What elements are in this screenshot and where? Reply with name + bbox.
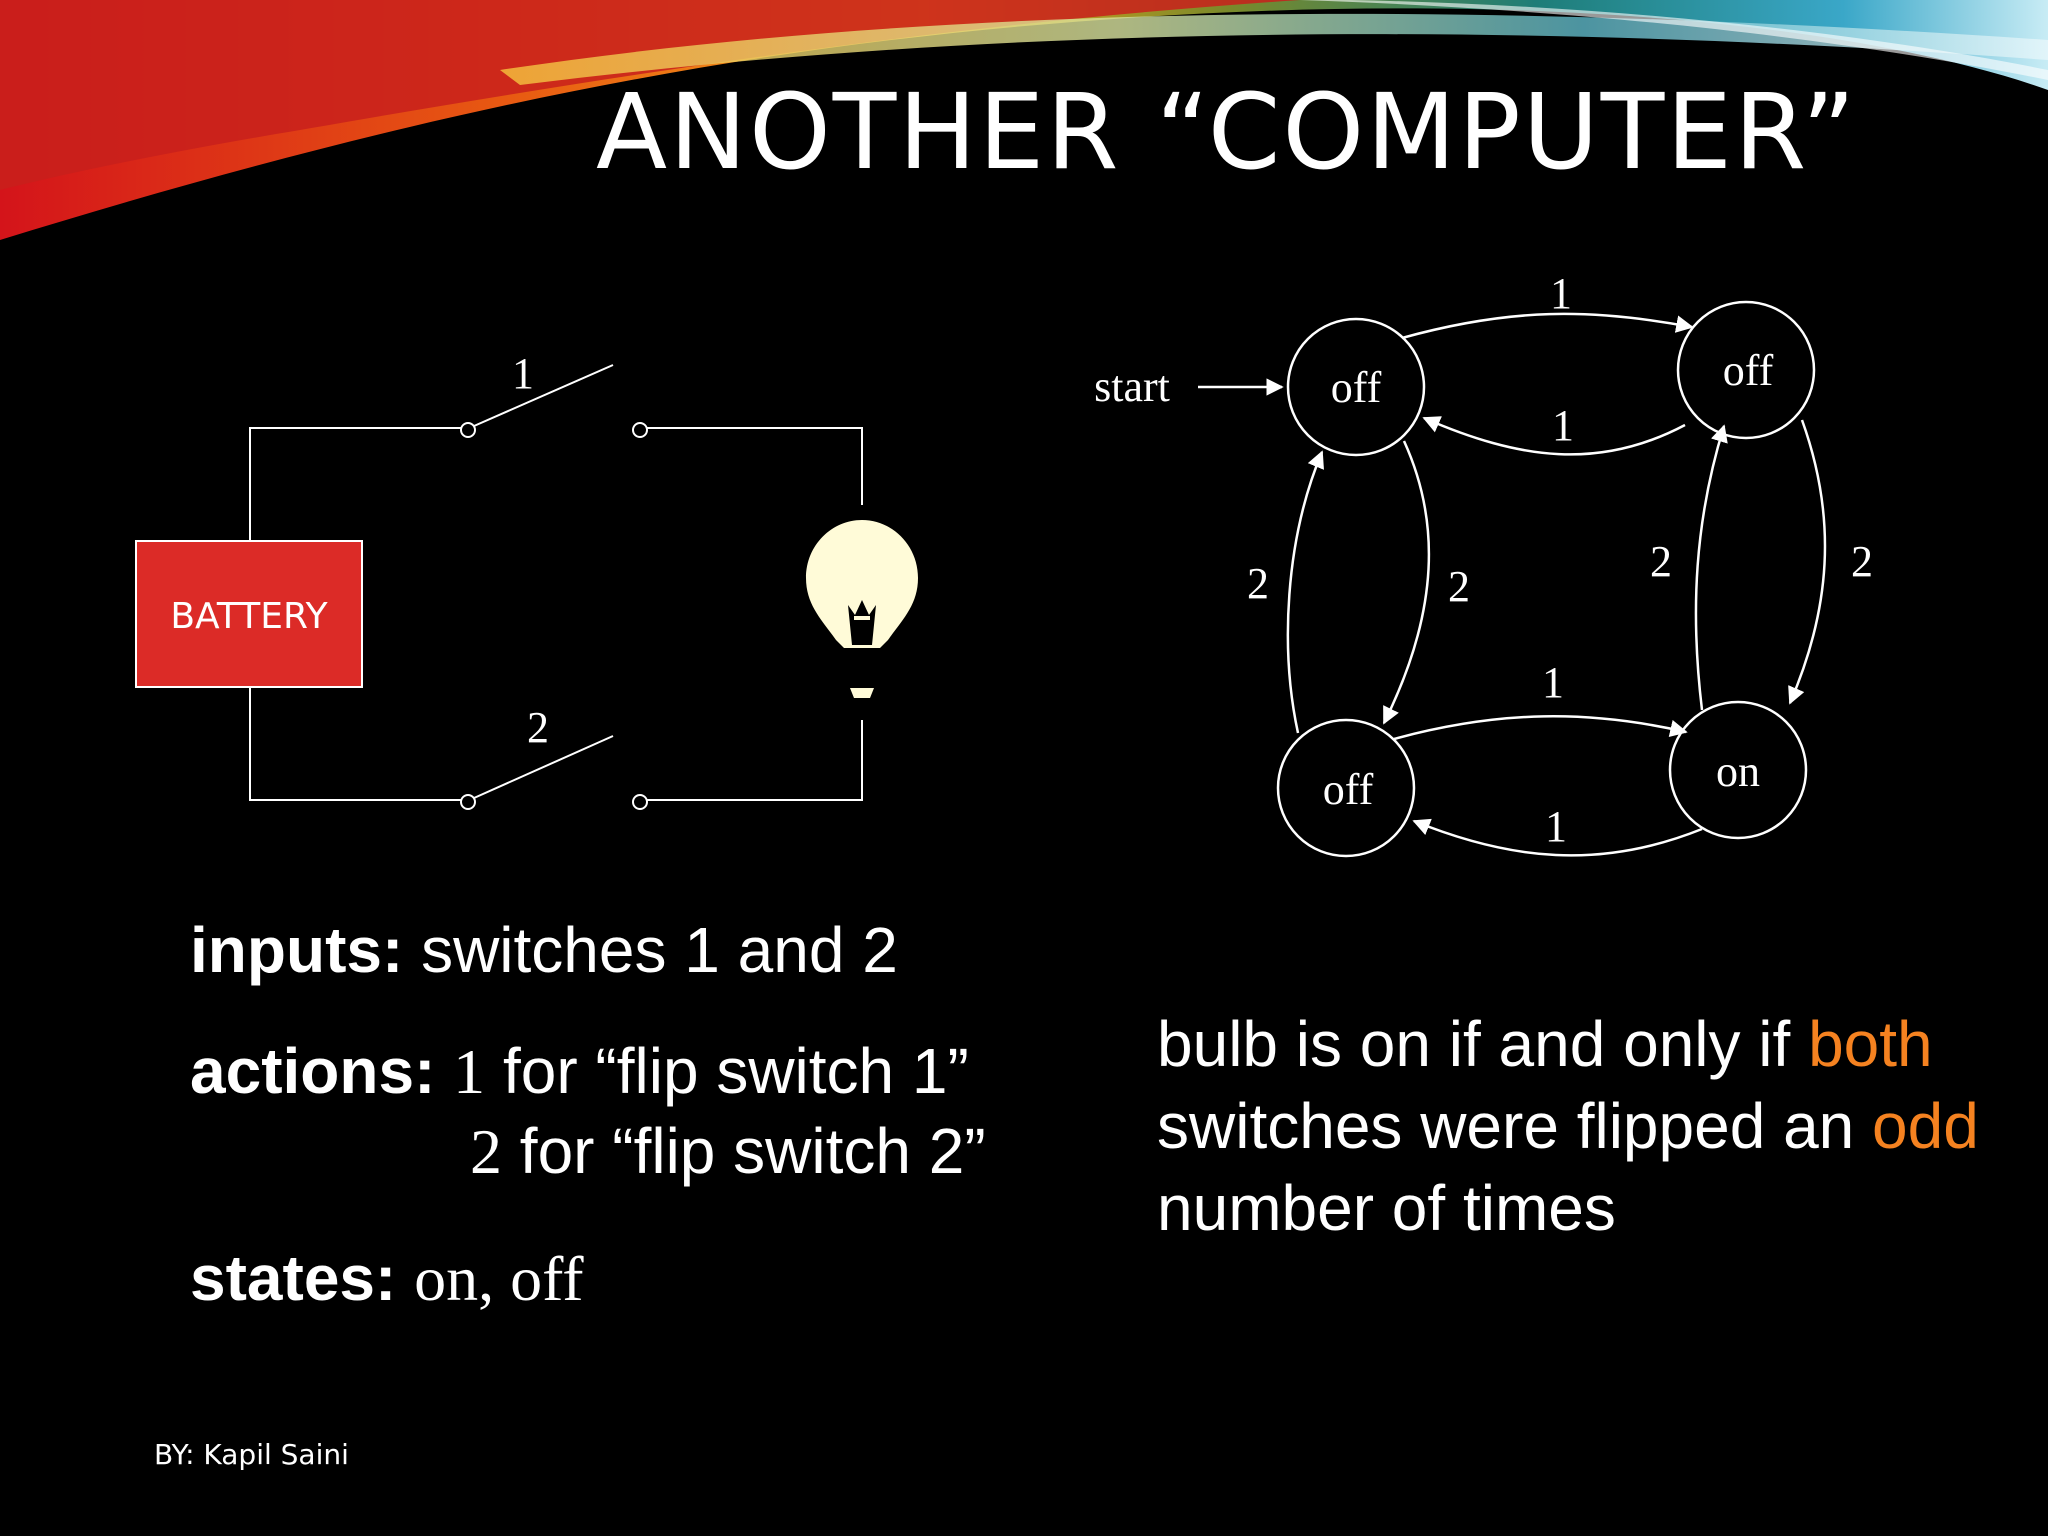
wire-top-left bbox=[249, 427, 468, 541]
states-text: on, off bbox=[414, 1243, 584, 1314]
states-line: states: on, off bbox=[190, 1240, 584, 1317]
summary-statement: bulb is on if and only if both switches … bbox=[1157, 1003, 2017, 1249]
action-1-text: for “flip switch 1” bbox=[502, 1035, 969, 1107]
switch-2-lever bbox=[473, 735, 614, 799]
summary-highlight-odd: odd bbox=[1872, 1090, 1979, 1162]
light-bulb-icon bbox=[806, 520, 918, 698]
switch-1-contact-left bbox=[460, 422, 476, 438]
switch-2-contact-right bbox=[632, 794, 648, 810]
wire-bottom-right bbox=[640, 720, 863, 801]
state-machine: start off off off on 1 1 1 1 2 2 2 2 bbox=[1094, 269, 1873, 858]
summary-part-1: bulb is on if and only if bbox=[1157, 1008, 1791, 1080]
edge-label-br-bl: 1 bbox=[1545, 802, 1567, 851]
actions-line-2: 2 for “flip switch 2” bbox=[470, 1113, 986, 1190]
edge-label-tr-tl: 1 bbox=[1552, 401, 1574, 450]
actions-label: actions: bbox=[190, 1035, 436, 1107]
edge-bl-br bbox=[1393, 715, 1688, 741]
edge-tr-tl bbox=[1422, 416, 1686, 456]
actions-line-1: actions: 1 for “flip switch 1” bbox=[190, 1033, 969, 1110]
switch-1-contact-right bbox=[632, 422, 648, 438]
edge-label-tr-br: 2 bbox=[1851, 537, 1873, 586]
edge-tl-tr bbox=[1401, 312, 1694, 340]
inputs-line: inputs: switches 1 and 2 bbox=[190, 912, 898, 988]
battery: BATTERY bbox=[135, 540, 363, 688]
switch-1-lever bbox=[473, 364, 614, 427]
state-bottom-right-label: on bbox=[1716, 747, 1760, 796]
action-2-text: for “flip switch 2” bbox=[519, 1115, 986, 1187]
diagram-canvas: BATTERY 1 2 bbox=[135, 269, 1873, 858]
wire-bottom-left bbox=[249, 688, 468, 801]
state-bottom-left-label: off bbox=[1323, 765, 1374, 814]
state-top-right bbox=[1676, 300, 1816, 440]
state-bottom-left bbox=[1276, 718, 1416, 858]
inputs-text: switches 1 and 2 bbox=[421, 914, 898, 986]
circuit-diagram bbox=[249, 364, 863, 810]
state-top-left bbox=[1286, 317, 1426, 457]
switch-2-label: 2 bbox=[527, 703, 549, 752]
edge-label-br-tr: 2 bbox=[1650, 537, 1672, 586]
edge-label-tl-bl: 2 bbox=[1448, 562, 1470, 611]
action-2-symbol: 2 bbox=[470, 1116, 502, 1187]
state-top-left-label: off bbox=[1331, 363, 1382, 412]
edge-br-bl bbox=[1412, 818, 1703, 857]
inputs-label: inputs: bbox=[190, 914, 404, 986]
wire-top-right bbox=[640, 427, 863, 505]
edge-label-tl-tr: 1 bbox=[1550, 269, 1572, 318]
summary-part-2: switches were flipped an bbox=[1157, 1090, 1855, 1162]
slide-title: ANOTHER “COMPUTER” bbox=[596, 71, 1858, 193]
edge-tl-bl bbox=[1382, 440, 1431, 725]
footer-author: BY: Kapil Saini bbox=[154, 1438, 349, 1471]
switch-2-contact-left bbox=[460, 794, 476, 810]
decorative-swoosh bbox=[0, 0, 2048, 240]
edge-label-bl-br: 1 bbox=[1542, 658, 1564, 707]
summary-part-3: number of times bbox=[1157, 1172, 1616, 1244]
battery-label: BATTERY bbox=[170, 596, 328, 637]
edge-bl-tl bbox=[1286, 450, 1324, 734]
state-bottom-right bbox=[1668, 700, 1808, 840]
action-1-symbol: 1 bbox=[453, 1036, 486, 1107]
start-label: start bbox=[1094, 362, 1170, 411]
state-top-right-label: off bbox=[1723, 346, 1774, 395]
switch-1-label: 1 bbox=[512, 349, 534, 398]
edge-label-bl-tl: 2 bbox=[1247, 559, 1269, 608]
summary-highlight-both: both bbox=[1808, 1008, 1933, 1080]
edge-br-tr bbox=[1694, 424, 1728, 711]
states-label: states: bbox=[190, 1242, 397, 1314]
edge-tr-br bbox=[1788, 419, 1827, 705]
